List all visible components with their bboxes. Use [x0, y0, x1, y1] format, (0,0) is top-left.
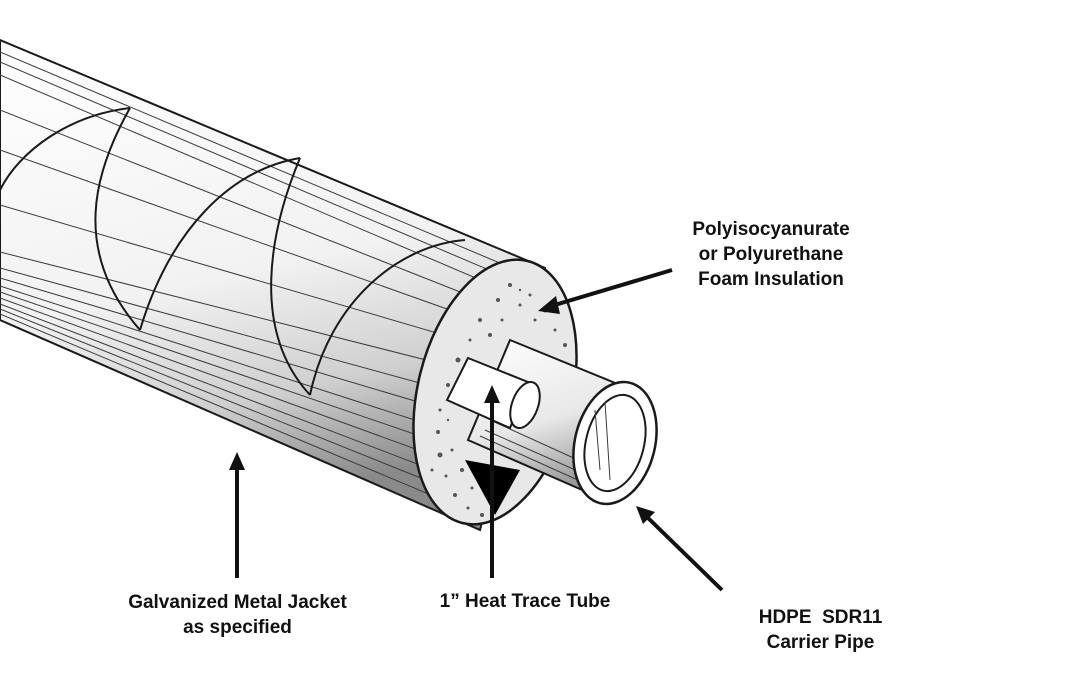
foam-label-line-1: Polyisocyanurate [692, 219, 850, 240]
arrow-carrier [636, 506, 724, 592]
spiral-seam [0, 107, 466, 396]
tube-label-line-1: 1” Heat Trace Tube [439, 591, 611, 612]
arrow-foam [538, 268, 673, 314]
foam-label-line-2: or Polyurethane [698, 244, 844, 265]
metal-jacket [0, 38, 547, 532]
carrier-label-line-2: Carrier Pipe [766, 632, 875, 653]
heat-trace-tube-label: 1” Heat Trace Tube [405, 589, 645, 614]
foam-label-line-3: Foam Insulation [698, 269, 844, 290]
foam-insulation-label: Polyisocyanurate or Polyurethane Foam In… [676, 217, 866, 292]
metal-jacket-label: Galvanized Metal Jacket as specified [100, 590, 375, 640]
arrow-heat-trace [484, 385, 500, 578]
heat-trace-tube [445, 356, 541, 430]
carrier-pipe-label: HDPE SDR11 Carrier Pipe [738, 605, 903, 655]
jacket-label-line-1: Galvanized Metal Jacket [128, 592, 347, 613]
jacket-label-line-2: as specified [183, 617, 292, 638]
carrier-label-line-1: HDPE SDR11 [758, 607, 883, 628]
arrow-jacket [229, 452, 245, 578]
